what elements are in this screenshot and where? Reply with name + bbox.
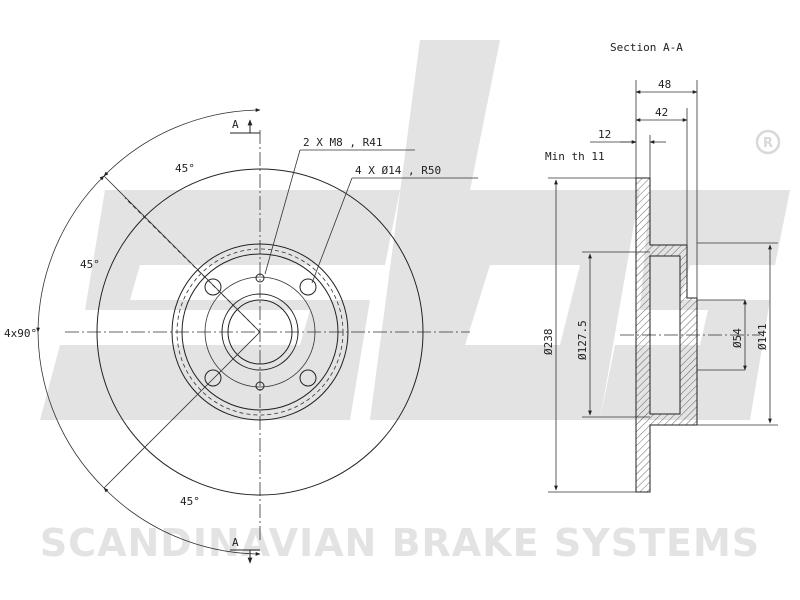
bolt-pattern-label: 4x90° [4, 327, 37, 340]
dim-hat-height: 42 [655, 106, 668, 119]
thread-callout: 2 X M8 , R41 [303, 136, 382, 149]
angle-label-bottom: 45° [180, 495, 200, 508]
angle-label-left: 45° [80, 258, 100, 271]
bolt-hole [204, 278, 222, 296]
angle-ray-lower [103, 331, 261, 489]
angle-arc-lower-left [37, 331, 105, 489]
angle-ray-inner [124, 197, 261, 333]
section-marker-bottom: A [232, 536, 239, 549]
hat-inner-circle [181, 253, 339, 411]
min-thickness: Min th 11 [545, 150, 605, 163]
center-bore-outer [221, 293, 299, 371]
hole-callout-leader [311, 177, 353, 284]
bolt-hole [299, 369, 317, 387]
angle-arc-bottom [103, 487, 261, 556]
brand-tagline-watermark: SCANDINAVIAN BRAKE SYSTEMS [40, 521, 760, 565]
section-title: Section A-A [610, 41, 683, 54]
dim-outer-diameter: Ø238 [542, 329, 555, 356]
angle-arc-left [36, 175, 105, 333]
threaded-hole [255, 381, 265, 391]
sbs-logo-watermark [40, 40, 790, 420]
thread-callout-leader [264, 149, 301, 275]
front-view: 45° 45° 45° 4x90° A A 2 X M8 , R41 4 X Ø… [4, 108, 478, 564]
dim-hub-diameter: Ø141 [756, 324, 769, 351]
hat-outer-circle [171, 243, 349, 421]
dim-center-bore: Ø54 [731, 328, 744, 348]
threaded-hole [255, 273, 265, 283]
registered-mark: R [763, 136, 773, 151]
dim-overall-height: 48 [658, 78, 671, 91]
section-marker-top: A [232, 118, 239, 131]
hat-hidden-circle [176, 248, 344, 416]
bolt-circle [204, 276, 316, 388]
angle-label-top: 45° [175, 162, 195, 175]
dim-thickness: 12 [598, 128, 611, 141]
angle-arc-top [103, 108, 261, 177]
hole-callout: 4 X Ø14 , R50 [355, 164, 441, 177]
section-view: Section A-A 48 42 12 Min th 11 Ø238 Ø127… [542, 41, 778, 493]
bolt-hole [299, 278, 317, 296]
center-bore [227, 299, 293, 365]
bolt-hole [204, 369, 222, 387]
registered-trademark-icon [755, 129, 781, 155]
dim-hat-diameter: Ø127.5 [576, 320, 589, 360]
